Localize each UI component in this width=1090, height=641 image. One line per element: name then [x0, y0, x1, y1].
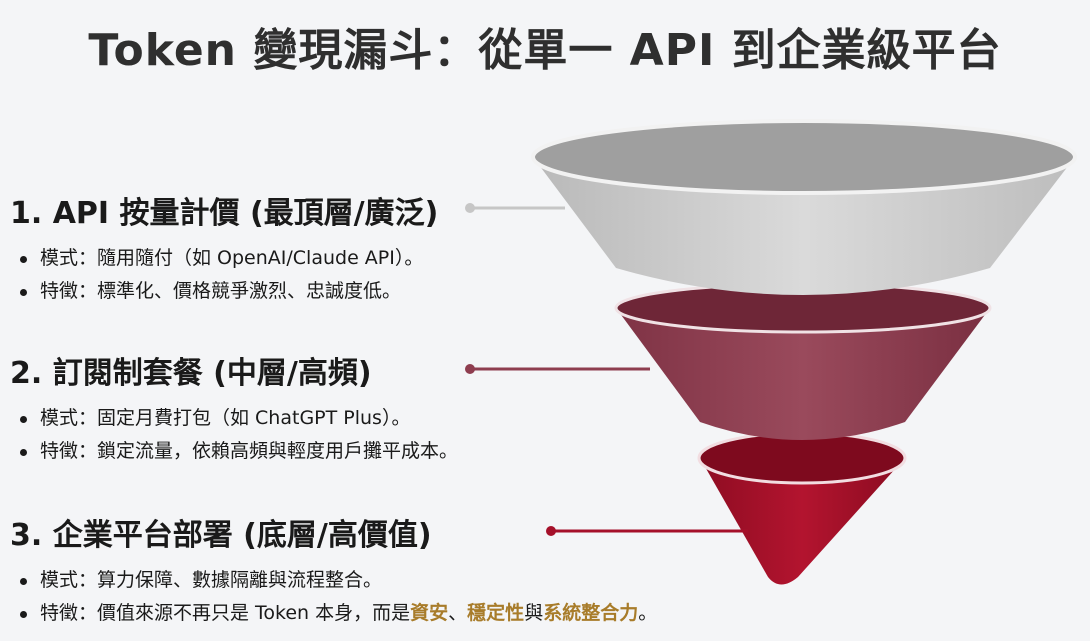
- funnel-level-3: 3. 企業平台部署 (底層/高價值) 模式：算力保障、數據隔離與流程整合。 特徵…: [10, 510, 657, 630]
- connector-level-2: [465, 364, 650, 374]
- level-1-feature: 特徵：標準化、價格競爭激烈、忠誠度低。: [10, 275, 438, 308]
- level-3-feature: 特徵：價值來源不再只是 Token 本身，而是資安、穩定性與系統整合力。: [10, 597, 657, 630]
- level-1-mode: 模式：隨用隨付（如 OpenAI/Claude API）。: [10, 242, 438, 275]
- highlight-stability: 穩定性: [467, 602, 525, 624]
- level-2-mode: 模式：固定月費打包（如 ChatGPT Plus）。: [10, 402, 458, 435]
- highlight-security: 資安: [410, 602, 449, 624]
- funnel-level-2: 2. 訂閱制套餐 (中層/高頻) 模式：固定月費打包（如 ChatGPT Plu…: [10, 348, 458, 468]
- highlight-integration: 系統整合力: [543, 602, 639, 624]
- level-3-mode: 模式：算力保障、數據隔離與流程整合。: [10, 564, 657, 597]
- funnel-segment-top: [531, 119, 1077, 295]
- funnel-segment-middle: [614, 282, 992, 440]
- level-2-feature: 特徵：鎖定流量，依賴高頻與輕度用戶攤平成本。: [10, 435, 458, 468]
- funnel-level-1: 1. API 按量計價 (最頂層/廣泛) 模式：隨用隨付（如 OpenAI/Cl…: [10, 188, 438, 308]
- level-3-heading: 3. 企業平台部署 (底層/高價值): [10, 518, 432, 553]
- page-title: Token 變現漏斗：從單一 API 到企業級平台: [88, 25, 1002, 76]
- funnel-segment-bottom: [697, 431, 907, 585]
- connector-level-1: [465, 203, 565, 213]
- connector-level-3: [546, 526, 748, 536]
- level-1-heading: 1. API 按量計價 (最頂層/廣泛): [10, 196, 439, 231]
- level-2-heading: 2. 訂閱制套餐 (中層/高頻): [10, 356, 372, 391]
